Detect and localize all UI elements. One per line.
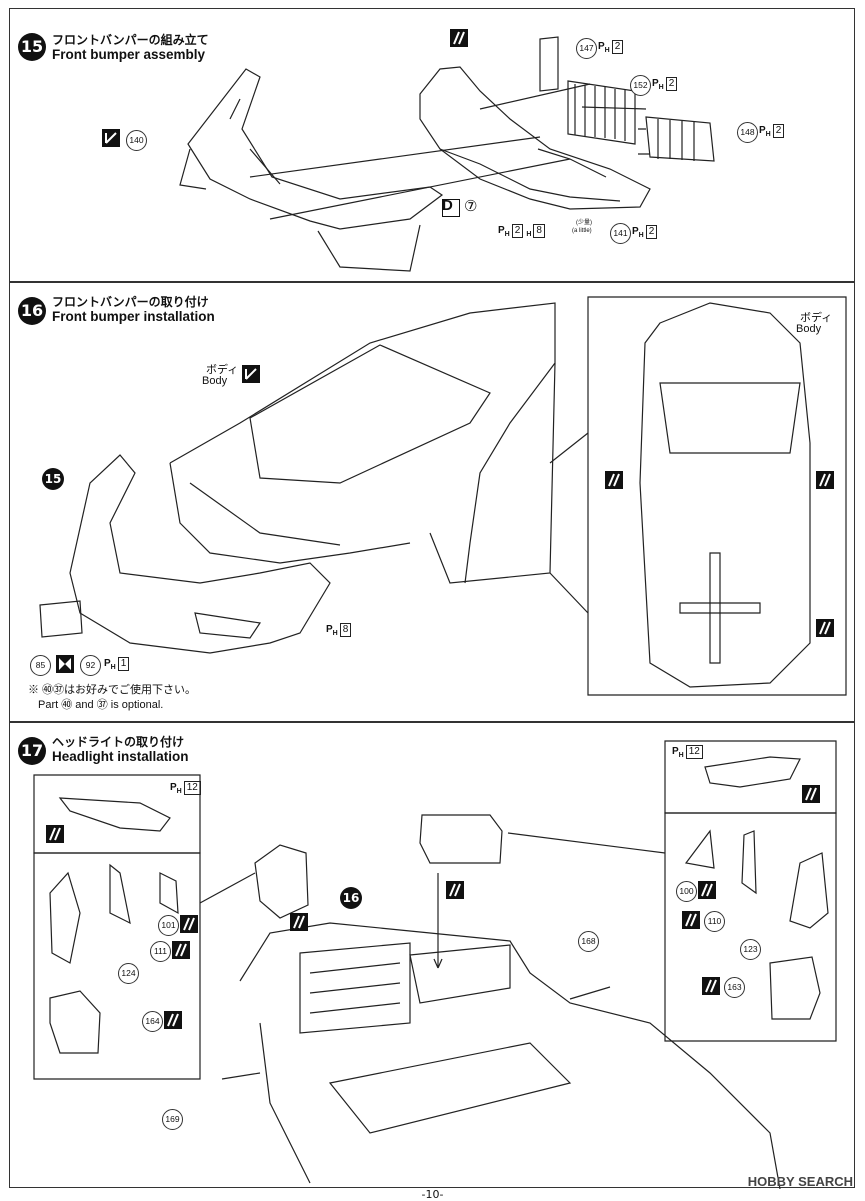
- step-16-panel: 16 フロントバンパーの取り付け Front bumper installati…: [9, 282, 855, 722]
- step-15-panel: 15 フロントバンパーの組み立て Front bumper assembly: [9, 8, 855, 282]
- d-label: D: [442, 197, 453, 214]
- ref-step-16: 16: [340, 887, 362, 909]
- part-123: 123: [740, 939, 761, 960]
- part-152: 152: [630, 75, 651, 96]
- part-92: 92: [80, 655, 101, 676]
- glue-icon: [172, 941, 190, 959]
- ref-step-15: 15: [42, 468, 64, 490]
- part-148: 148: [737, 122, 758, 143]
- little-jp: (少量): [576, 220, 592, 226]
- glue-icon: [180, 915, 198, 933]
- part-124: 124: [118, 963, 139, 984]
- step-title-en: Front bumper installation: [52, 309, 215, 324]
- cement-icon: [102, 129, 120, 147]
- body-label-jp: ボディ: [206, 364, 239, 376]
- part-85: 85: [30, 655, 51, 676]
- part-140: 140: [126, 130, 147, 151]
- body-label-en: Body: [202, 375, 228, 387]
- glue-icon: [702, 977, 720, 995]
- cement-icon: [242, 365, 260, 383]
- step-title-en: Front bumper assembly: [52, 47, 206, 62]
- part-141: 141: [610, 223, 631, 244]
- watermark: HOBBY SEARCH: [747, 1174, 853, 1189]
- glue-icon: [164, 1011, 182, 1029]
- step-title-jp: フロントバンパーの組み立て: [52, 33, 209, 47]
- glue-icon: [802, 785, 820, 803]
- step-number: 15: [18, 33, 46, 61]
- part-111: 111: [150, 941, 171, 962]
- step-title-en: Headlight installation: [52, 749, 189, 764]
- step-number: 17: [18, 737, 46, 765]
- optional-note-en: Part ㊵ and ㊲ is optional.: [38, 699, 164, 711]
- part-163: 163: [724, 977, 745, 998]
- topview-body-en: Body: [796, 323, 822, 335]
- glue-icon: [698, 881, 716, 899]
- glue-icon: [450, 29, 468, 47]
- d-number: ⑦: [464, 198, 478, 215]
- headlight-installation-drawing: [33, 740, 837, 1189]
- step-title-jp: ヘッドライトの取り付け: [52, 735, 185, 749]
- part-147: 147: [576, 38, 597, 59]
- double-sided-tape-icon: [56, 655, 74, 673]
- step-title-jp: フロントバンパーの取り付け: [52, 295, 209, 309]
- part-164: 164: [142, 1011, 163, 1032]
- front-bumper-assembly-drawing: [179, 36, 715, 272]
- glue-icon: [46, 825, 64, 843]
- glue-icon: [816, 619, 834, 637]
- part-169: 169: [162, 1109, 183, 1130]
- topview-body-jp: ボディ: [800, 312, 833, 324]
- little-en: (a little): [572, 228, 592, 234]
- page-number: -10-: [421, 1188, 444, 1201]
- step-number: 16: [18, 297, 46, 325]
- optional-note-jp: ※ ㊵㊲はお好みでご使用下さい。: [28, 684, 197, 696]
- glue-icon: [816, 471, 834, 489]
- part-101: 101: [158, 915, 179, 936]
- d-cement-icon: [442, 199, 460, 217]
- glue-icon: [446, 881, 464, 899]
- front-bumper-installation-drawing: [39, 296, 847, 696]
- part-100: 100: [676, 881, 697, 902]
- step-17-panel: 17 ヘッドライトの取り付け Headlight installation: [9, 722, 855, 1189]
- part-110: 110: [704, 911, 725, 932]
- glue-icon: [605, 471, 623, 489]
- part-168: 168: [578, 931, 599, 952]
- glue-icon: [290, 913, 308, 931]
- glue-icon: [682, 911, 700, 929]
